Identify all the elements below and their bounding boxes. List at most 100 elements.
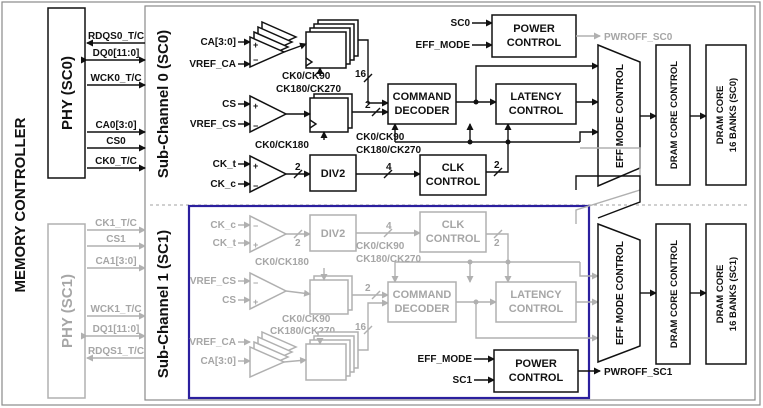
dram-frame <box>144 5 756 401</box>
phy0-signal: CK0_T/C <box>95 156 137 167</box>
sc1-power-control-label: POWER <box>515 358 557 370</box>
sc1-cs-comparator <box>249 271 288 311</box>
sc0-dram-core-box <box>705 44 747 186</box>
sc0-phase-cmd-2: CK180/CK270 <box>356 145 421 156</box>
sc1-bus-clkout: 2 <box>494 238 500 249</box>
sc0-latency-control-label: LATENCY <box>510 91 562 103</box>
sc1-title: Sub-Channel 1 (SC1) <box>155 230 172 378</box>
sc0-input-cs: CS <box>222 99 236 110</box>
sc0-input-sc: SC0 <box>451 18 471 29</box>
sc0-circuit: CA[3:0] VREF_CA + − CK0/CK90 CK180/CK270… <box>189 14 747 196</box>
sc0-input-ck-t: CK_t <box>213 159 237 170</box>
phy0-signal: RDQS0_T/C <box>88 31 144 42</box>
sc1-cs-flipflop <box>309 279 349 315</box>
cross-link-black <box>575 175 641 219</box>
sc1-dram-core-control-box <box>655 223 691 365</box>
sc1-ca-flipflop <box>305 343 347 381</box>
phy-sc0-box <box>47 7 86 179</box>
sc0-phase-cs: CK0/CK180 <box>255 140 309 151</box>
sc1-input-vref-ca: VREF_CA <box>189 337 236 348</box>
svg-text:−: − <box>253 55 258 65</box>
svg-text:+: + <box>253 101 258 111</box>
svg-text:+: + <box>253 240 258 250</box>
sc1-clk-control-label: CLK <box>442 219 465 231</box>
sc1-latency-control-label: CONTROL <box>509 303 564 315</box>
sc1-dram-core-box <box>705 223 747 365</box>
sc1-dram-core-label: DRAM CORE <box>715 265 726 324</box>
sc0-command-decoder-label: COMMAND <box>393 91 452 103</box>
phy0-signals: RDQS0_T/C DQ0[11:0] WCK0_T/C CA0[3:0] CS… <box>81 31 146 172</box>
sc0-bus-cs: 2 <box>365 100 371 111</box>
sc0-latency-control-box <box>495 83 577 125</box>
sc1-clk-control-label: CONTROL <box>426 233 481 245</box>
svg-text:−: − <box>253 221 258 231</box>
svg-text:+: + <box>253 40 258 50</box>
sc0-phase-cmd-1: CK0/CK90 <box>356 132 405 143</box>
phy1-signal: WCK1_T/C <box>90 304 141 315</box>
sc1-phase-clk-1: CK0/CK90 <box>356 241 405 252</box>
sc1-bus-div: 2 <box>295 238 301 249</box>
sc1-phase-clk-2: CK180/CK270 <box>356 254 421 265</box>
svg-text:+: + <box>253 161 258 171</box>
sc1-input-ck-t: CK_t <box>213 238 237 249</box>
sc0-div2-label: DIV2 <box>321 168 345 180</box>
sc1-eff-mode-label: EFF MODE CONTROL <box>615 241 626 345</box>
sc0-latency-control-label: CONTROL <box>509 105 564 117</box>
sc0-dram-core-control-label: DRAM CORE CONTROL <box>669 61 680 169</box>
sc0-input-vref-ca: VREF_CA <box>189 59 236 70</box>
sc0-input-eff-mode: EFF_MODE <box>416 40 471 51</box>
sc1-bus-ca: 16 <box>355 322 367 333</box>
sc1-bus-clkbus: 4 <box>386 221 392 232</box>
phy1-signals: CK1_T/C CS1 CA1[3:0] WCK1_T/C DQ1[11:0] … <box>81 218 146 362</box>
sc1-phase-ca-1: CK0/CK90 <box>282 314 331 325</box>
sc0-div2-box <box>309 154 357 192</box>
sc0-ck-comparator <box>249 154 288 194</box>
sc0-eff-mode-label: EFF MODE CONTROL <box>615 64 626 168</box>
sc0-input-ca: CA[3:0] <box>200 37 236 48</box>
sc1-latency-control-label: LATENCY <box>510 289 562 301</box>
phy1-signal: CS1 <box>106 234 126 245</box>
phy0-signal: CS0 <box>106 136 126 147</box>
sc1-phase-cs: CK0/CK180 <box>255 257 309 268</box>
phy1-signal: CA1[3:0] <box>95 256 136 267</box>
phy1-signal: CK1_T/C <box>95 218 137 229</box>
sc0-clk-control-label: CLK <box>442 162 465 174</box>
sc1-power-control-label: CONTROL <box>509 372 564 384</box>
phy-sc1-label: PHY (SC1) <box>59 274 76 348</box>
sc1-dram-core-label: 16 BANKS (SC1) <box>728 257 739 331</box>
sc0-power-control-box <box>491 14 577 58</box>
sc1-input-ca: CA[3:0] <box>200 356 236 367</box>
sc0-pwroff-label: PWROFF_SC0 <box>604 32 673 43</box>
sc0-cs-flipflop <box>309 97 349 133</box>
sc0-bus-clkbus: 4 <box>386 162 392 173</box>
phy0-signal: CA0[3:0] <box>95 120 136 131</box>
sc0-title: Sub-Channel 0 (SC0) <box>155 30 172 178</box>
phy0-signal: WCK0_T/C <box>90 73 141 84</box>
sc1-input-vref-cs: VREF_CS <box>190 276 236 287</box>
sc1-pwroff-label: PWROFF_SC1 <box>604 367 673 378</box>
sc0-phase-ca-2: CK180/CK270 <box>276 84 341 95</box>
sc0-cs-comparator <box>249 94 288 134</box>
sc0-clk-control-label: CONTROL <box>426 176 481 188</box>
sc1-command-decoder-label: DECODER <box>394 303 449 315</box>
sc1-input-eff-mode: EFF_MODE <box>418 354 473 365</box>
sc0-dram-core-control-box <box>655 44 691 186</box>
sc0-clk-control-box <box>419 154 487 196</box>
sc1-power-control-box <box>493 349 579 393</box>
sc1-circuit: CK_c CK_t − + 2 DIV2 4 CLK CONTROL 2 CK0… <box>189 211 747 393</box>
sc1-dram-core-control-label: DRAM CORE CONTROL <box>669 240 680 348</box>
sc1-eff-mode-control <box>597 222 641 364</box>
sc0-input-vref-cs: VREF_CS <box>190 119 236 130</box>
phy1-signal: RDQS1_T/C <box>88 346 144 357</box>
sc1-phase-ca-2: CK180/CK270 <box>270 326 335 337</box>
memory-controller-label: MEMORY CONTROLLER <box>12 117 29 292</box>
sc0-power-control-label: POWER <box>513 23 555 35</box>
sc1-div2-box <box>309 214 357 252</box>
sc0-dram-core-label: 16 BANKS (SC0) <box>728 78 739 152</box>
sc1-clk-control-box <box>419 211 487 253</box>
phy0-signal: DQ0[11:0] <box>93 48 140 59</box>
sc0-phase-ca-1: CK0/CK90 <box>282 71 331 82</box>
svg-text:−: − <box>253 181 258 191</box>
